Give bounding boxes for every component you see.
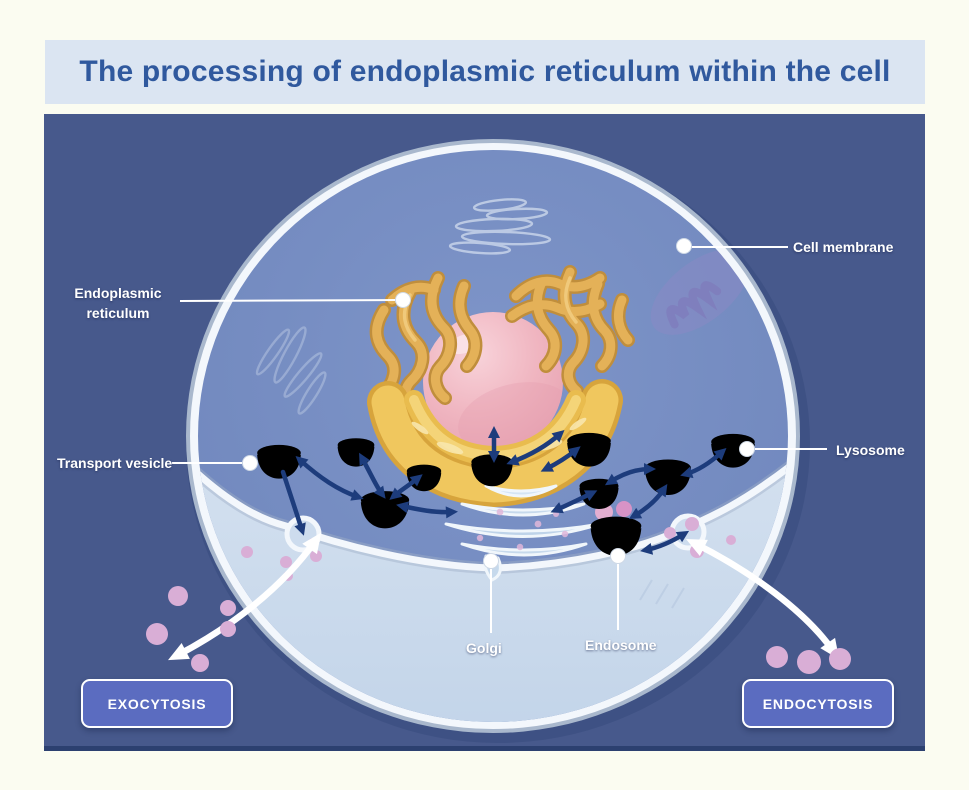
page-title: The processing of endoplasmic reticulum … [79,55,891,88]
endocytosis-button[interactable]: ENDOCYTOSIS [742,679,894,728]
mitochondria-icon [650,249,750,335]
exocytosis-button[interactable]: EXOCYTOSIS [81,679,233,728]
endosome-anchor-dot [610,548,626,564]
er-anchor-dot [395,292,411,308]
transport-vesicle-anchor-dot [242,455,258,471]
hatch-texture [209,577,685,609]
cell-membrane-anchor-dot [676,238,692,254]
label-lysosome: Lysosome [836,442,905,458]
smooth-er-top-icon [448,198,552,255]
smooth-er-left-icon [255,326,327,415]
label-transport-vesicle: Transport vesicle [57,455,173,471]
golgi-anchor-dot [483,553,499,569]
label-cell-membrane: Cell membrane [793,239,894,255]
exocytosis-arrow [168,532,322,661]
cell-illustration [146,139,851,743]
title-bar: The processing of endoplasmic reticulum … [45,40,925,104]
cell-diagram-panel [44,114,925,751]
endocytosis-arrow [685,538,840,660]
transport-arrows [280,426,727,555]
extracellular-particles [146,586,851,674]
lysosome-anchor-dot [739,441,755,457]
label-golgi: Golgi [466,640,502,656]
label-endosome: Endosome [585,637,657,653]
label-leaders [172,238,827,633]
label-endoplasmic-reticulum: Endoplasmic reticulum [74,285,162,322]
rough-er-right [505,265,635,398]
